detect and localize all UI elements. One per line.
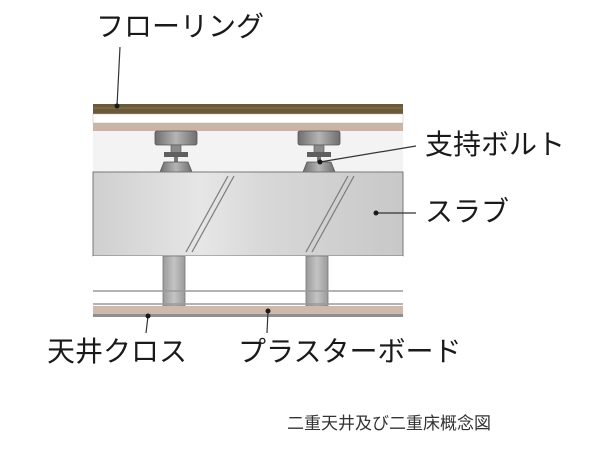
label-plasterboard: プラスターボード (238, 335, 462, 368)
label-ceiling-cloth: 天井クロス (47, 335, 188, 368)
leader-plasterboard (266, 310, 269, 334)
slab (92, 171, 404, 257)
leader-dots (114, 103, 379, 319)
ceiling-cloth-layer (93, 314, 403, 317)
underfloor-void (93, 131, 403, 172)
floor-underlay (93, 123, 403, 131)
ceiling-void (93, 256, 403, 304)
slab-hatch (185, 175, 355, 253)
leader-ceiling-cloth (145, 315, 149, 334)
label-support-bolt: 支持ボルト (425, 128, 566, 161)
support-bolt-2 (297, 130, 341, 173)
leader-lines (116, 46, 417, 334)
label-flooring: フローリング (96, 10, 265, 43)
leader-support-bolt (319, 145, 417, 163)
ceiling-hanger-2 (305, 255, 329, 307)
support-bolt-1 (154, 130, 198, 173)
plasterboard-layer (93, 306, 403, 314)
ceiling-hanger-1 (162, 255, 186, 307)
flooring-layer (93, 104, 403, 114)
leader-flooring (116, 46, 121, 107)
label-slab: スラブ (425, 195, 510, 228)
diagram-caption: 二重天井及び二重床概念図 (287, 414, 491, 434)
floor-sublayer (92, 113, 404, 124)
